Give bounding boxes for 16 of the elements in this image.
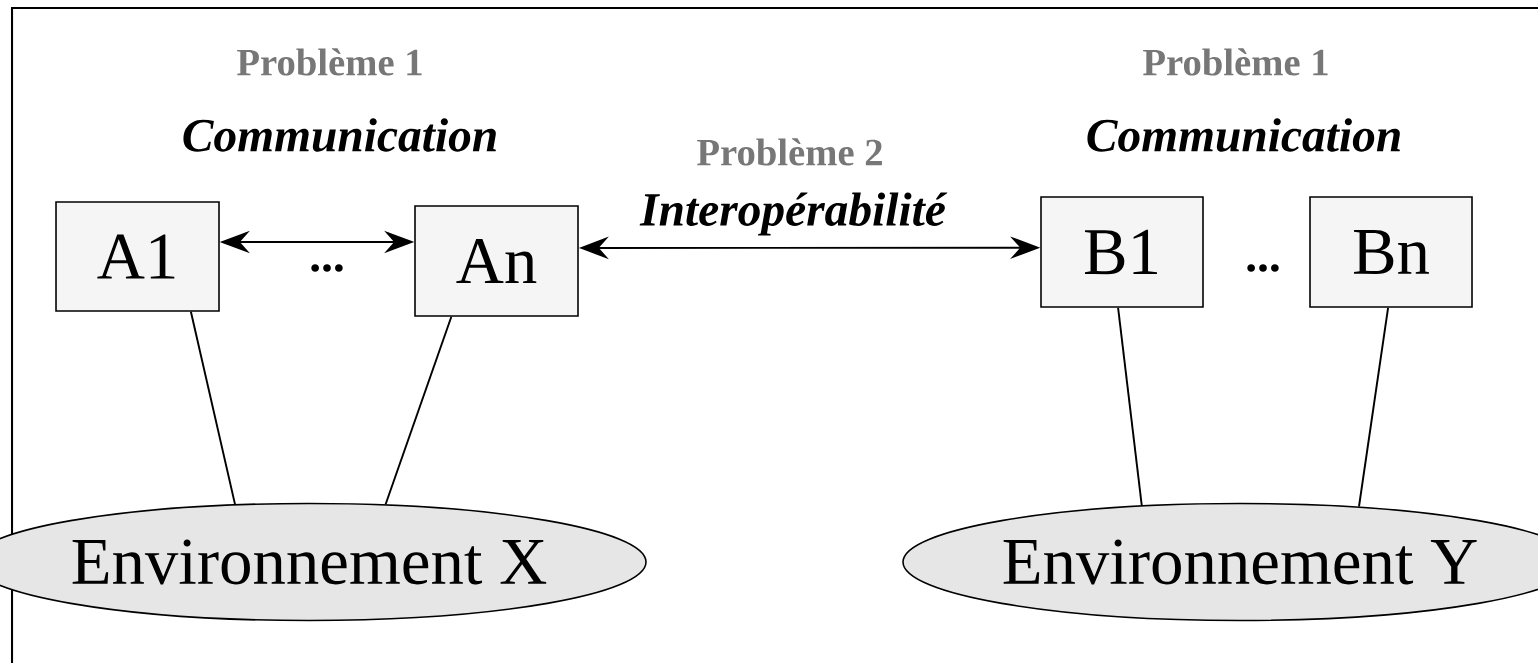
edge-label: Interopérabilité [639, 192, 948, 236]
ellipsis: ... [1247, 264, 1279, 272]
ellipsis: ... [311, 264, 343, 272]
component-box: Bn [1309, 196, 1473, 308]
component-box: A1 [55, 201, 220, 312]
component-box: B1 [1040, 196, 1204, 308]
connector-line [384, 315, 453, 506]
problem-label: Problème 1 [237, 48, 422, 76]
problem-label: Problème 2 [697, 138, 882, 166]
connector-line [1358, 306, 1390, 508]
connector-line [1117, 306, 1143, 507]
heading-label: Communication [183, 118, 496, 152]
problem-label: Problème 1 [1143, 48, 1328, 76]
heading-label: Communication [1087, 118, 1400, 152]
component-box: An [414, 205, 579, 317]
connector-line [189, 310, 236, 506]
